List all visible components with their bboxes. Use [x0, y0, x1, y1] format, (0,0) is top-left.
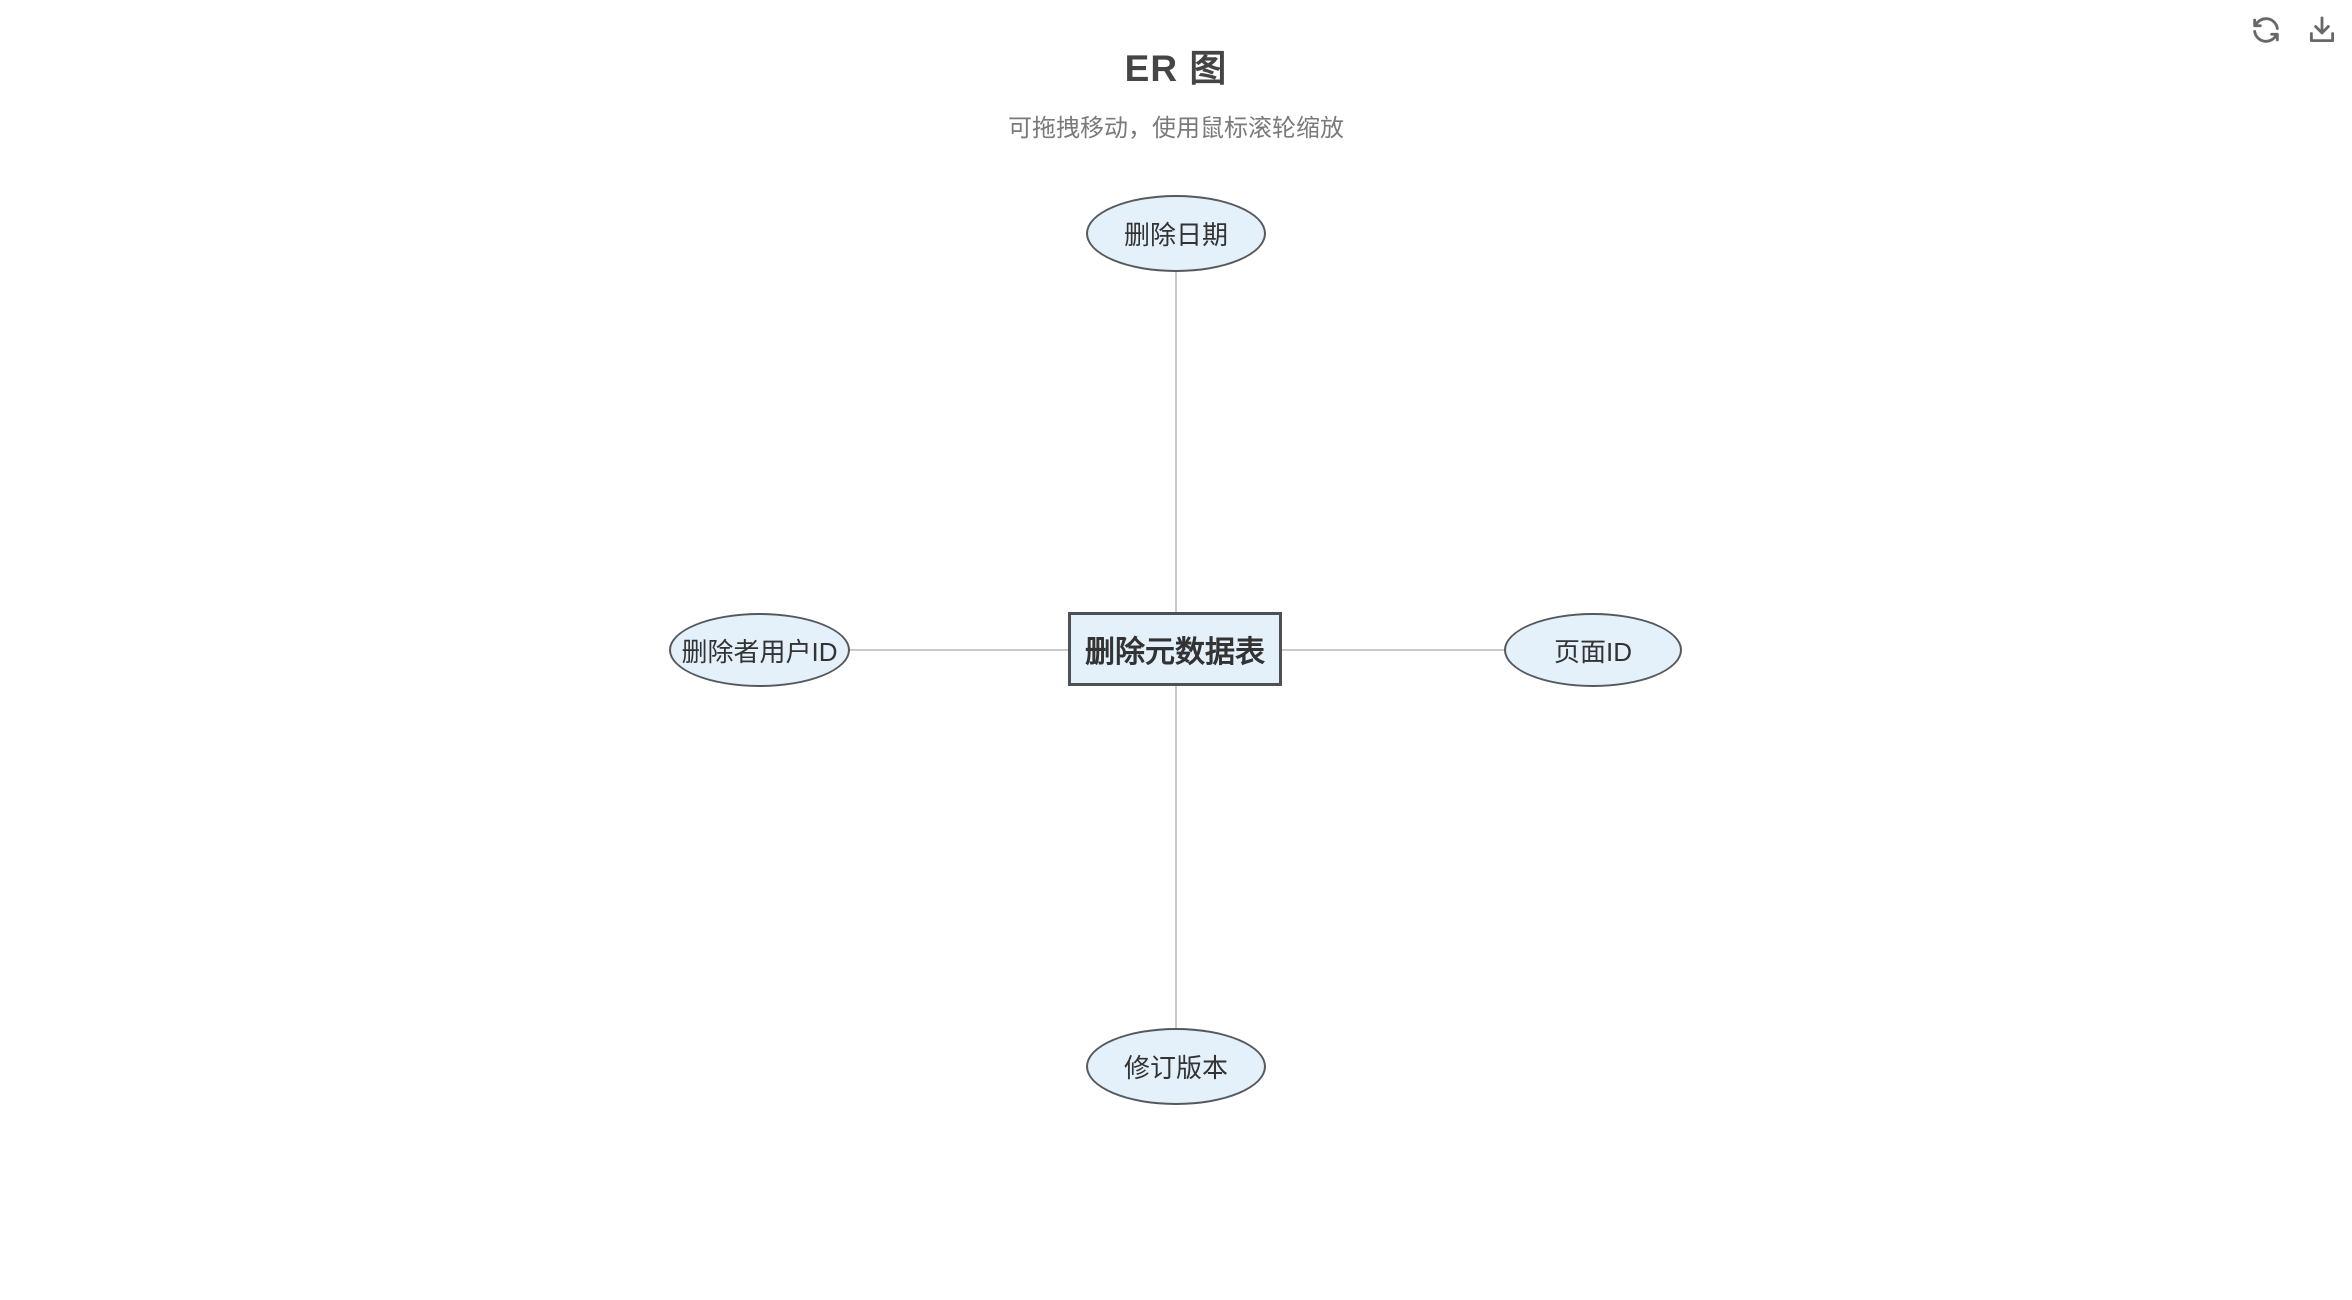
- attribute-label: 删除者用户ID: [681, 636, 838, 667]
- attribute-label: 删除日期: [1123, 220, 1228, 250]
- page-title: ER 图: [1124, 48, 1228, 89]
- download-button[interactable]: [2302, 10, 2342, 50]
- page-subtitle: 可拖拽移动，使用鼠标滚轮缩放: [1008, 115, 1344, 142]
- attribute-node-deleter-user-id[interactable]: 删除者用户ID: [669, 613, 850, 687]
- refresh-icon: [2253, 17, 2279, 43]
- connector-entity-to-right: [1282, 649, 1504, 651]
- toolbar: [2246, 10, 2342, 50]
- entity-label: 删除元数据表: [1085, 636, 1265, 669]
- refresh-button[interactable]: [2246, 10, 2286, 50]
- connector-entity-to-top: [1175, 271, 1177, 613]
- connector-entity-to-bottom: [1175, 686, 1177, 1028]
- attribute-label: 修订版本: [1123, 1053, 1228, 1083]
- attribute-node-page-id[interactable]: 页面ID: [1504, 613, 1682, 687]
- attribute-node-delete-date[interactable]: 删除日期: [1086, 195, 1266, 272]
- attribute-label: 页面ID: [1553, 636, 1632, 667]
- download-icon: [2309, 16, 2335, 43]
- connector-entity-to-left: [849, 649, 1068, 651]
- header: ER 图 可拖拽移动，使用鼠标滚轮缩放: [0, 38, 2352, 143]
- attribute-node-revision[interactable]: 修订版本: [1086, 1028, 1266, 1105]
- entity-node[interactable]: 删除元数据表: [1068, 612, 1282, 686]
